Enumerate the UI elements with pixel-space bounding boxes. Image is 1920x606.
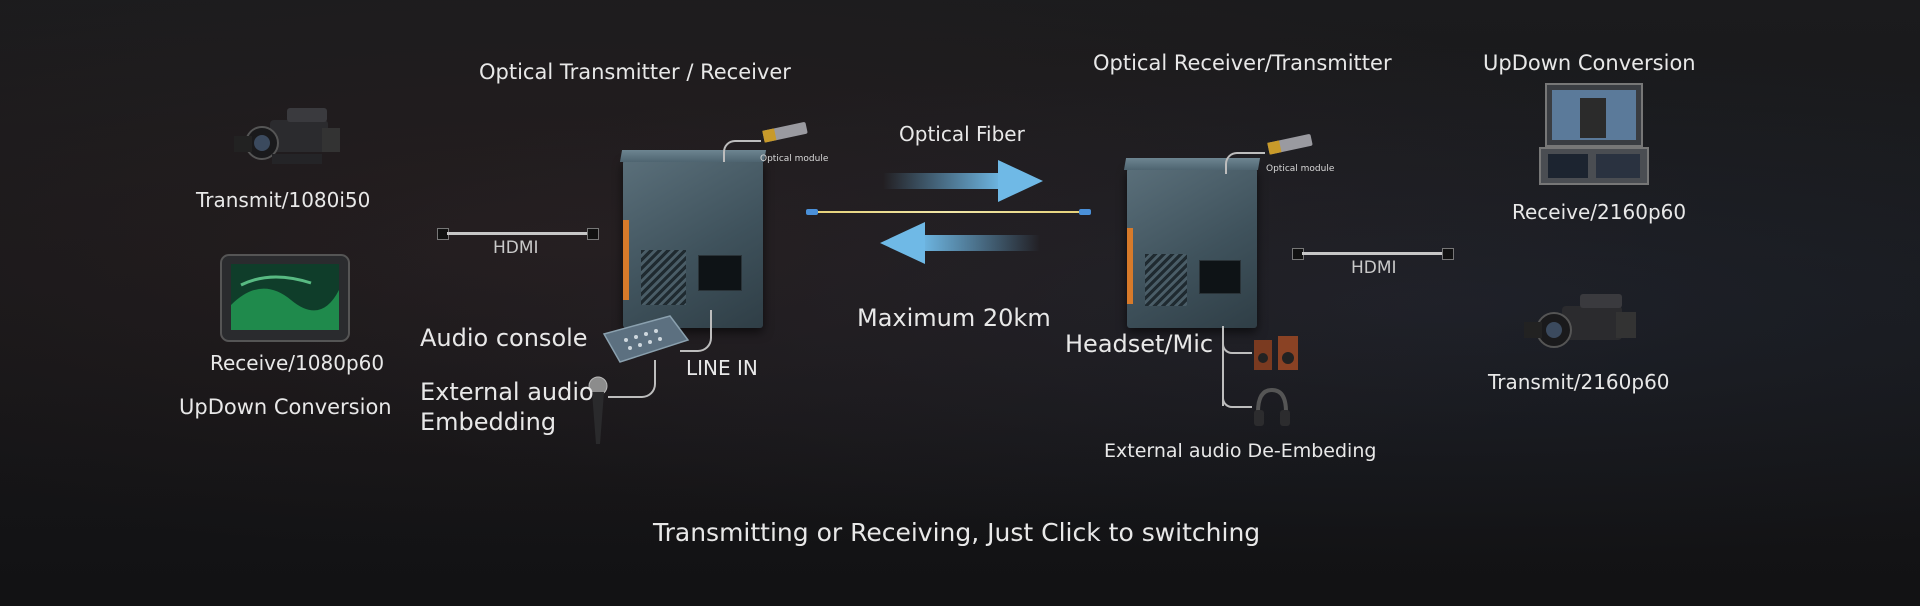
monitor-icon-right: [1539, 83, 1649, 186]
right-optical-module-label: Optical module: [1266, 164, 1335, 174]
line-in-label: LINE IN: [686, 356, 758, 380]
optical-fiber-label: Optical Fiber: [899, 122, 1025, 146]
left-camera-label: Transmit/1080i50: [196, 188, 371, 212]
monitor-icon: [220, 254, 350, 342]
hdmi-cable-icon: [437, 228, 599, 242]
mic-connector: [608, 360, 656, 398]
arrow-left-icon: [880, 222, 1040, 264]
optical-receiver-device: [1123, 158, 1261, 328]
right-hdmi-label: HDMI: [1351, 258, 1397, 278]
audio-mixer-icon: [598, 312, 690, 364]
speaker-icon: [1254, 336, 1300, 372]
left-optical-module-label: Optical module: [760, 154, 829, 164]
line-in-connector: [680, 310, 712, 352]
audio-console-label: Audio console: [420, 324, 588, 352]
fiber-cable-icon: [806, 206, 1091, 218]
right-conversion-title: UpDown Conversion: [1483, 51, 1696, 75]
right-camera-label: Transmit/2160p60: [1488, 370, 1670, 394]
right-device-title: Optical Receiver/Transmitter: [1093, 51, 1392, 75]
hdmi-cable-icon-right: [1292, 248, 1454, 262]
left-conversion-label: UpDown Conversion: [179, 395, 392, 419]
camera-icon: [232, 98, 352, 178]
external-audio-line2: Embedding: [420, 408, 557, 436]
left-device-title: Optical Transmitter / Receiver: [479, 60, 791, 84]
headset-label: Headset/Mic: [1065, 330, 1214, 358]
optical-module-icon-right: [1266, 132, 1316, 156]
right-monitor-label: Receive/2160p60: [1512, 200, 1687, 224]
right-module-connector: [1225, 152, 1265, 174]
headset-connector: [1222, 380, 1252, 408]
headset-icon: [1252, 386, 1292, 430]
left-module-connector: [723, 140, 761, 162]
arrow-right-icon: [883, 160, 1043, 202]
footer-tagline: Transmitting or Receiving, Just Click to…: [653, 518, 1261, 547]
optical-module-icon: [761, 120, 811, 144]
distance-label: Maximum 20km: [857, 304, 1051, 332]
external-audio-line1: External audio: [420, 378, 594, 406]
microphone-icon: [588, 376, 608, 446]
left-monitor-label: Receive/1080p60: [210, 351, 385, 375]
left-hdmi-label: HDMI: [493, 238, 539, 258]
deembed-label: External audio De-Embeding: [1104, 440, 1377, 462]
speaker-connector: [1222, 338, 1252, 354]
optical-transmitter-device: [619, 150, 767, 328]
camera-icon-right: [1522, 284, 1646, 366]
audio-trunk-line: [1222, 326, 1226, 406]
